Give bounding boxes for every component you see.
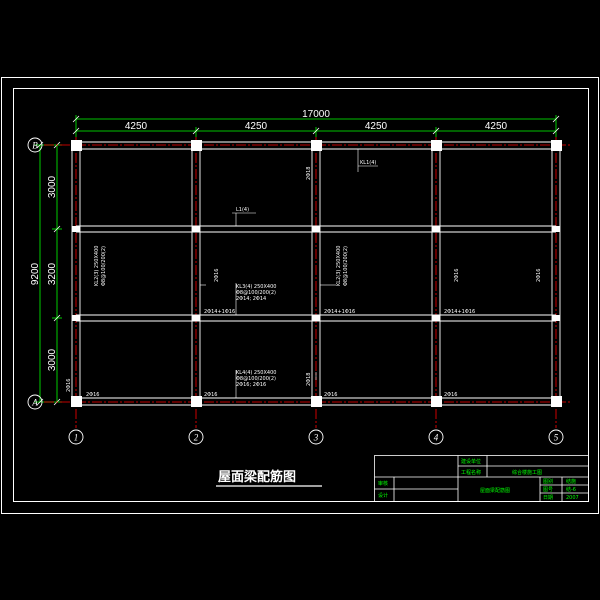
title-block-design-label: 设计	[378, 492, 388, 499]
axis-bubble-1: 1	[68, 429, 84, 445]
beam-label-col2-center: KL3(4) 250X400	[236, 284, 276, 290]
title-block-review-label: 审核	[378, 480, 388, 487]
beam-label-col3-top: 2Φ18	[306, 167, 312, 180]
beam-label-mid-3: 2Φ14+1Φ16	[324, 309, 355, 315]
total-height-dimension: 9200	[30, 262, 41, 285]
bay-dimension-4: 4250	[485, 121, 508, 132]
beam-label-mid-4: 2Φ14+1Φ16	[444, 309, 475, 315]
title-block-category-label: 图别	[543, 478, 553, 485]
axis-bubble-3: 3	[308, 429, 324, 445]
beam-label-col3-mid: KL2(3) 250X400	[336, 246, 342, 286]
beam-label-bot-3: 2Φ16	[324, 392, 337, 398]
beam-label-bot-2: 2Φ16	[204, 392, 217, 398]
beam-label-col2-center3: 2Φ14; 2Φ14	[236, 296, 266, 302]
title-block-client-label: 建设单位	[461, 458, 481, 465]
axis-label-A: A	[31, 398, 38, 408]
beam-label-bot-4: 2Φ16	[444, 392, 457, 398]
beam-label-col2-small: 2Φ16	[214, 269, 220, 282]
beam-label-col1-bottom: 2Φ16	[66, 379, 72, 392]
axis-label-1: 1	[74, 433, 79, 443]
beam-label-col3-bottom: 2Φ18	[306, 373, 312, 386]
beam-label-col3-mid2: Φ8@100/200(2)	[343, 246, 349, 286]
axis-label-2: 2	[194, 433, 199, 443]
axis-bubble-B: B	[27, 137, 43, 153]
axis-label-3: 3	[313, 433, 319, 443]
span-dimension-2: 3200	[47, 262, 58, 285]
leader-lines	[200, 149, 378, 398]
beam-label-bottom-2: Φ8@100/200(2)	[236, 376, 276, 382]
title-block-date-label: 日期	[543, 495, 553, 501]
title-block-category-value: 结施	[566, 478, 576, 485]
beam-label-col2-center2: Φ8@100/200(2)	[236, 290, 276, 296]
dimension-lines	[34, 115, 557, 403]
beam-label-col5-small: 2Φ16	[536, 269, 542, 282]
axis-bubble-2: 2	[188, 429, 204, 445]
title-block-number-label: 图号	[543, 487, 553, 493]
bay-dimension-2: 4250	[245, 121, 268, 132]
title-block-drawing-name: 屋面梁配筋图	[480, 487, 510, 494]
beam-label-bottom-3: 2Φ16; 2Φ16	[236, 382, 266, 388]
overall-dimension: 17000	[302, 109, 330, 120]
bay-dimension-1: 4250	[125, 121, 148, 132]
axis-label-B: B	[32, 141, 38, 151]
beam-label-mid-2: 2Φ14+1Φ16	[204, 309, 235, 315]
span-dimension-1: 3000	[47, 175, 58, 198]
inner-frame	[13, 88, 589, 502]
axis-label-4: 4	[434, 433, 439, 443]
title-block	[374, 455, 589, 502]
beam-label-kl1: KL1(4)	[360, 160, 376, 166]
axis-bubble-A: A	[27, 394, 43, 410]
bay-dimension-3: 4250	[365, 121, 388, 132]
outer-frame	[1, 77, 599, 514]
drawing-title: 屋面梁配筋图	[218, 469, 296, 485]
span-dimension-3: 3000	[47, 348, 58, 371]
beam-label-l1: L1(4)	[236, 207, 249, 213]
axis-label-5: 5	[554, 433, 559, 443]
title-block-project-label: 工程名称	[461, 469, 481, 476]
axis-grid	[44, 137, 570, 428]
axis-bubble-4: 4	[428, 429, 444, 445]
beam-label-col1-mid: KL2(3) 250X400	[94, 246, 100, 286]
title-block-project-name: 综合楼施工图	[512, 469, 542, 476]
title-block-number-value: 结-6	[566, 486, 576, 493]
columns	[71, 140, 562, 407]
beam-label-bot-1: 2Φ16	[86, 392, 99, 398]
dimension-ticks	[36, 115, 560, 406]
beam-label-col1-mid2: Φ8@100/200(2)	[101, 246, 107, 286]
beam-label-bottom-1: KL4(4) 250X400	[236, 370, 276, 376]
axis-bubble-5: 5	[548, 429, 564, 445]
title-block-date-value: 2007	[566, 495, 579, 501]
beam-label-col4-small: 2Φ16	[454, 269, 460, 282]
